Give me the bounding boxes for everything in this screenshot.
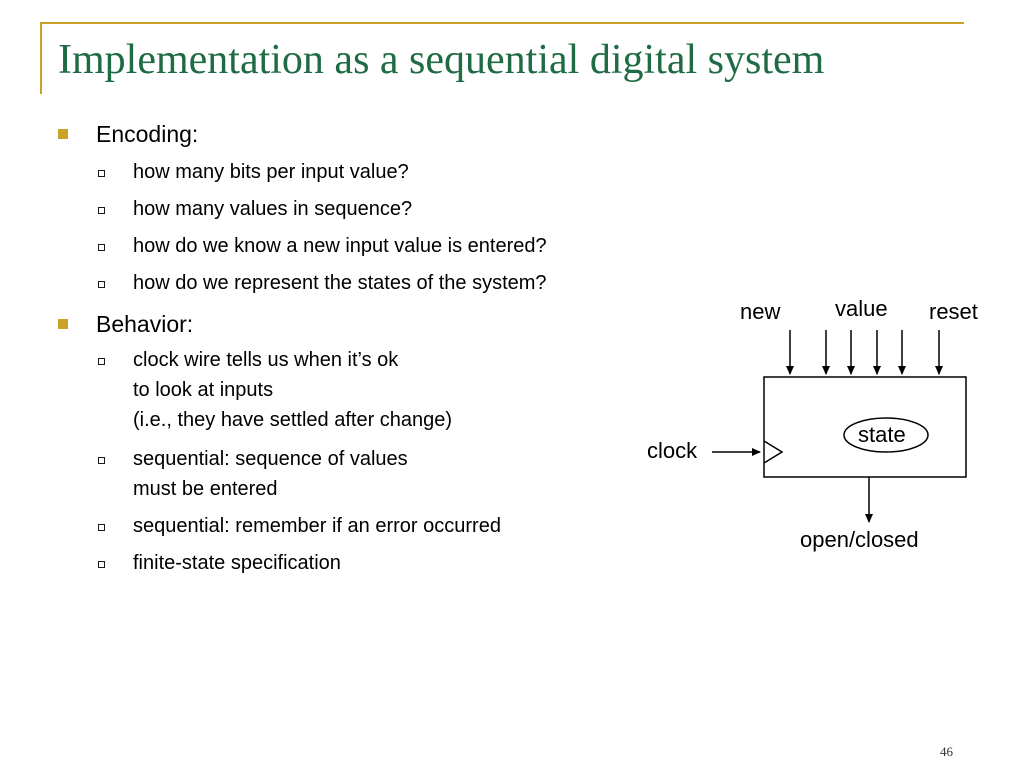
output-label: open/closed <box>800 527 919 552</box>
reset-input-label: reset <box>929 299 978 324</box>
slide-title: Implementation as a sequential digital s… <box>58 37 825 83</box>
sub-bullet-line: clock wire tells us when it’s ok <box>133 349 399 371</box>
hollow-square-bullet-icon <box>98 207 105 214</box>
hollow-square-bullet-icon <box>98 358 105 365</box>
sub-bullet-line: sequential: sequence of values <box>133 448 408 470</box>
sub-bullet-text: sequential: remember if an error occurre… <box>133 515 501 537</box>
diagram-drawing <box>712 330 967 523</box>
slide-number: 46 <box>940 744 953 759</box>
system-block-diagram: new value reset clock state open/closed <box>630 290 1010 570</box>
sub-bullet-line: to look at inputs <box>133 379 274 401</box>
bullet-heading: Behavior: <box>96 311 194 337</box>
hollow-square-bullet-icon <box>98 524 105 531</box>
sub-bullet-line: must be entered <box>133 478 278 500</box>
hollow-square-bullet-icon <box>98 170 105 177</box>
hollow-square-bullet-icon <box>98 457 105 464</box>
sub-bullet-text: clock wire tells us when it’s ok to look… <box>133 345 452 435</box>
clock-input-label: clock <box>647 438 698 463</box>
sub-bullet-text: how many values in sequence? <box>133 198 413 220</box>
sub-bullet-text: how do we know a new input value is ente… <box>133 235 547 257</box>
sub-bullet-line: (i.e., they have settled after change) <box>133 409 453 431</box>
hollow-square-bullet-icon <box>98 561 105 568</box>
sub-bullet-text: how many bits per input value? <box>133 161 409 183</box>
title-frame-left-rule <box>40 22 42 94</box>
bullet-list: Encoding: how many bits per input value?… <box>58 121 547 574</box>
square-bullet-icon <box>58 319 68 329</box>
title-frame-top-rule <box>40 22 964 24</box>
state-ellipse <box>843 417 929 453</box>
bullet-heading: Encoding: <box>96 121 199 147</box>
hollow-square-bullet-icon <box>98 281 105 288</box>
square-bullet-icon <box>58 129 68 139</box>
state-label: state <box>858 422 906 447</box>
new-input-label: new <box>740 299 781 324</box>
hollow-square-bullet-icon <box>98 244 105 251</box>
sub-bullet-text: how do we represent the states of the sy… <box>133 272 547 294</box>
sub-bullet-text: sequential: sequence of values must be e… <box>133 444 408 504</box>
value-input-label: value <box>835 296 888 321</box>
sub-bullet-text: finite-state specification <box>133 552 341 574</box>
clock-triangle-icon <box>763 440 784 464</box>
